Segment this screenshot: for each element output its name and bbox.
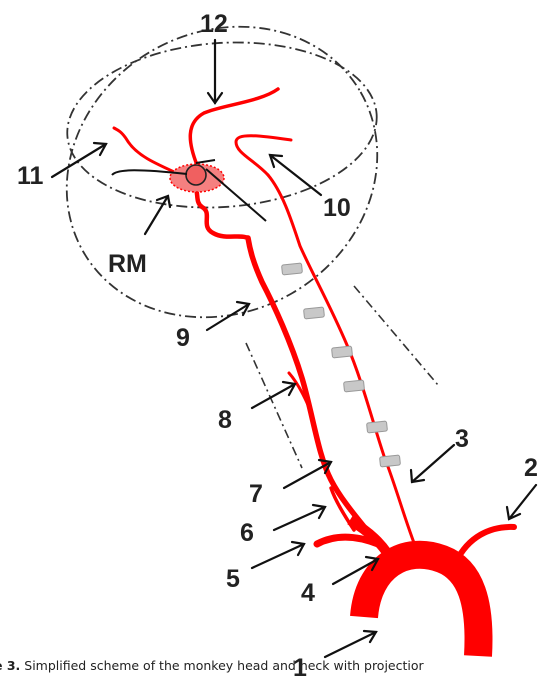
label-8: 8 xyxy=(218,406,232,434)
arrow-1 xyxy=(325,631,376,657)
vertebral-clip xyxy=(282,263,303,275)
label-9: 9 xyxy=(176,324,190,352)
label-10: 10 xyxy=(323,194,351,222)
arrow-rm xyxy=(145,196,170,234)
label-3: 3 xyxy=(455,425,469,453)
arrow-6 xyxy=(274,505,325,530)
guide-line-right xyxy=(354,286,438,385)
right-subclavian-artery xyxy=(317,537,378,544)
vertebral-clip xyxy=(344,380,365,392)
label-rm: RM xyxy=(108,250,147,278)
arrow-2 xyxy=(507,485,536,519)
vertebral-clip xyxy=(367,421,388,433)
arrow-9 xyxy=(207,302,249,330)
vertebral-clip xyxy=(380,455,401,467)
rete-line-right xyxy=(206,169,266,221)
internal-carotid-artery xyxy=(195,186,248,238)
vertebral-clip xyxy=(304,307,325,319)
label-6: 6 xyxy=(240,519,254,547)
label-7: 7 xyxy=(249,480,263,508)
label-11: 11 xyxy=(17,162,44,190)
caption-text: Simplified scheme of the monkey head and… xyxy=(24,658,423,673)
vertebral-clip xyxy=(332,346,353,358)
head-outline-large-ellipse xyxy=(13,0,430,373)
arrow-5 xyxy=(252,542,304,568)
rete-mirabile-core xyxy=(186,165,206,185)
rete-line-upper xyxy=(196,160,215,163)
arrow-11 xyxy=(52,143,106,177)
aortic-arch xyxy=(364,555,479,656)
label-2: 2 xyxy=(524,454,538,482)
arrow-3 xyxy=(411,445,454,482)
label-4: 4 xyxy=(301,579,315,607)
artery-12 xyxy=(190,89,278,165)
figure-caption: e 3. Simplified scheme of the monkey hea… xyxy=(0,658,548,673)
arrow-8 xyxy=(252,382,295,408)
label-12: 12 xyxy=(200,10,228,38)
head-outline-upper-ellipse xyxy=(62,32,383,217)
label-5: 5 xyxy=(226,565,240,593)
figure-number: e 3. xyxy=(0,658,20,673)
artery-11 xyxy=(114,128,181,175)
arrow-12 xyxy=(208,40,222,103)
